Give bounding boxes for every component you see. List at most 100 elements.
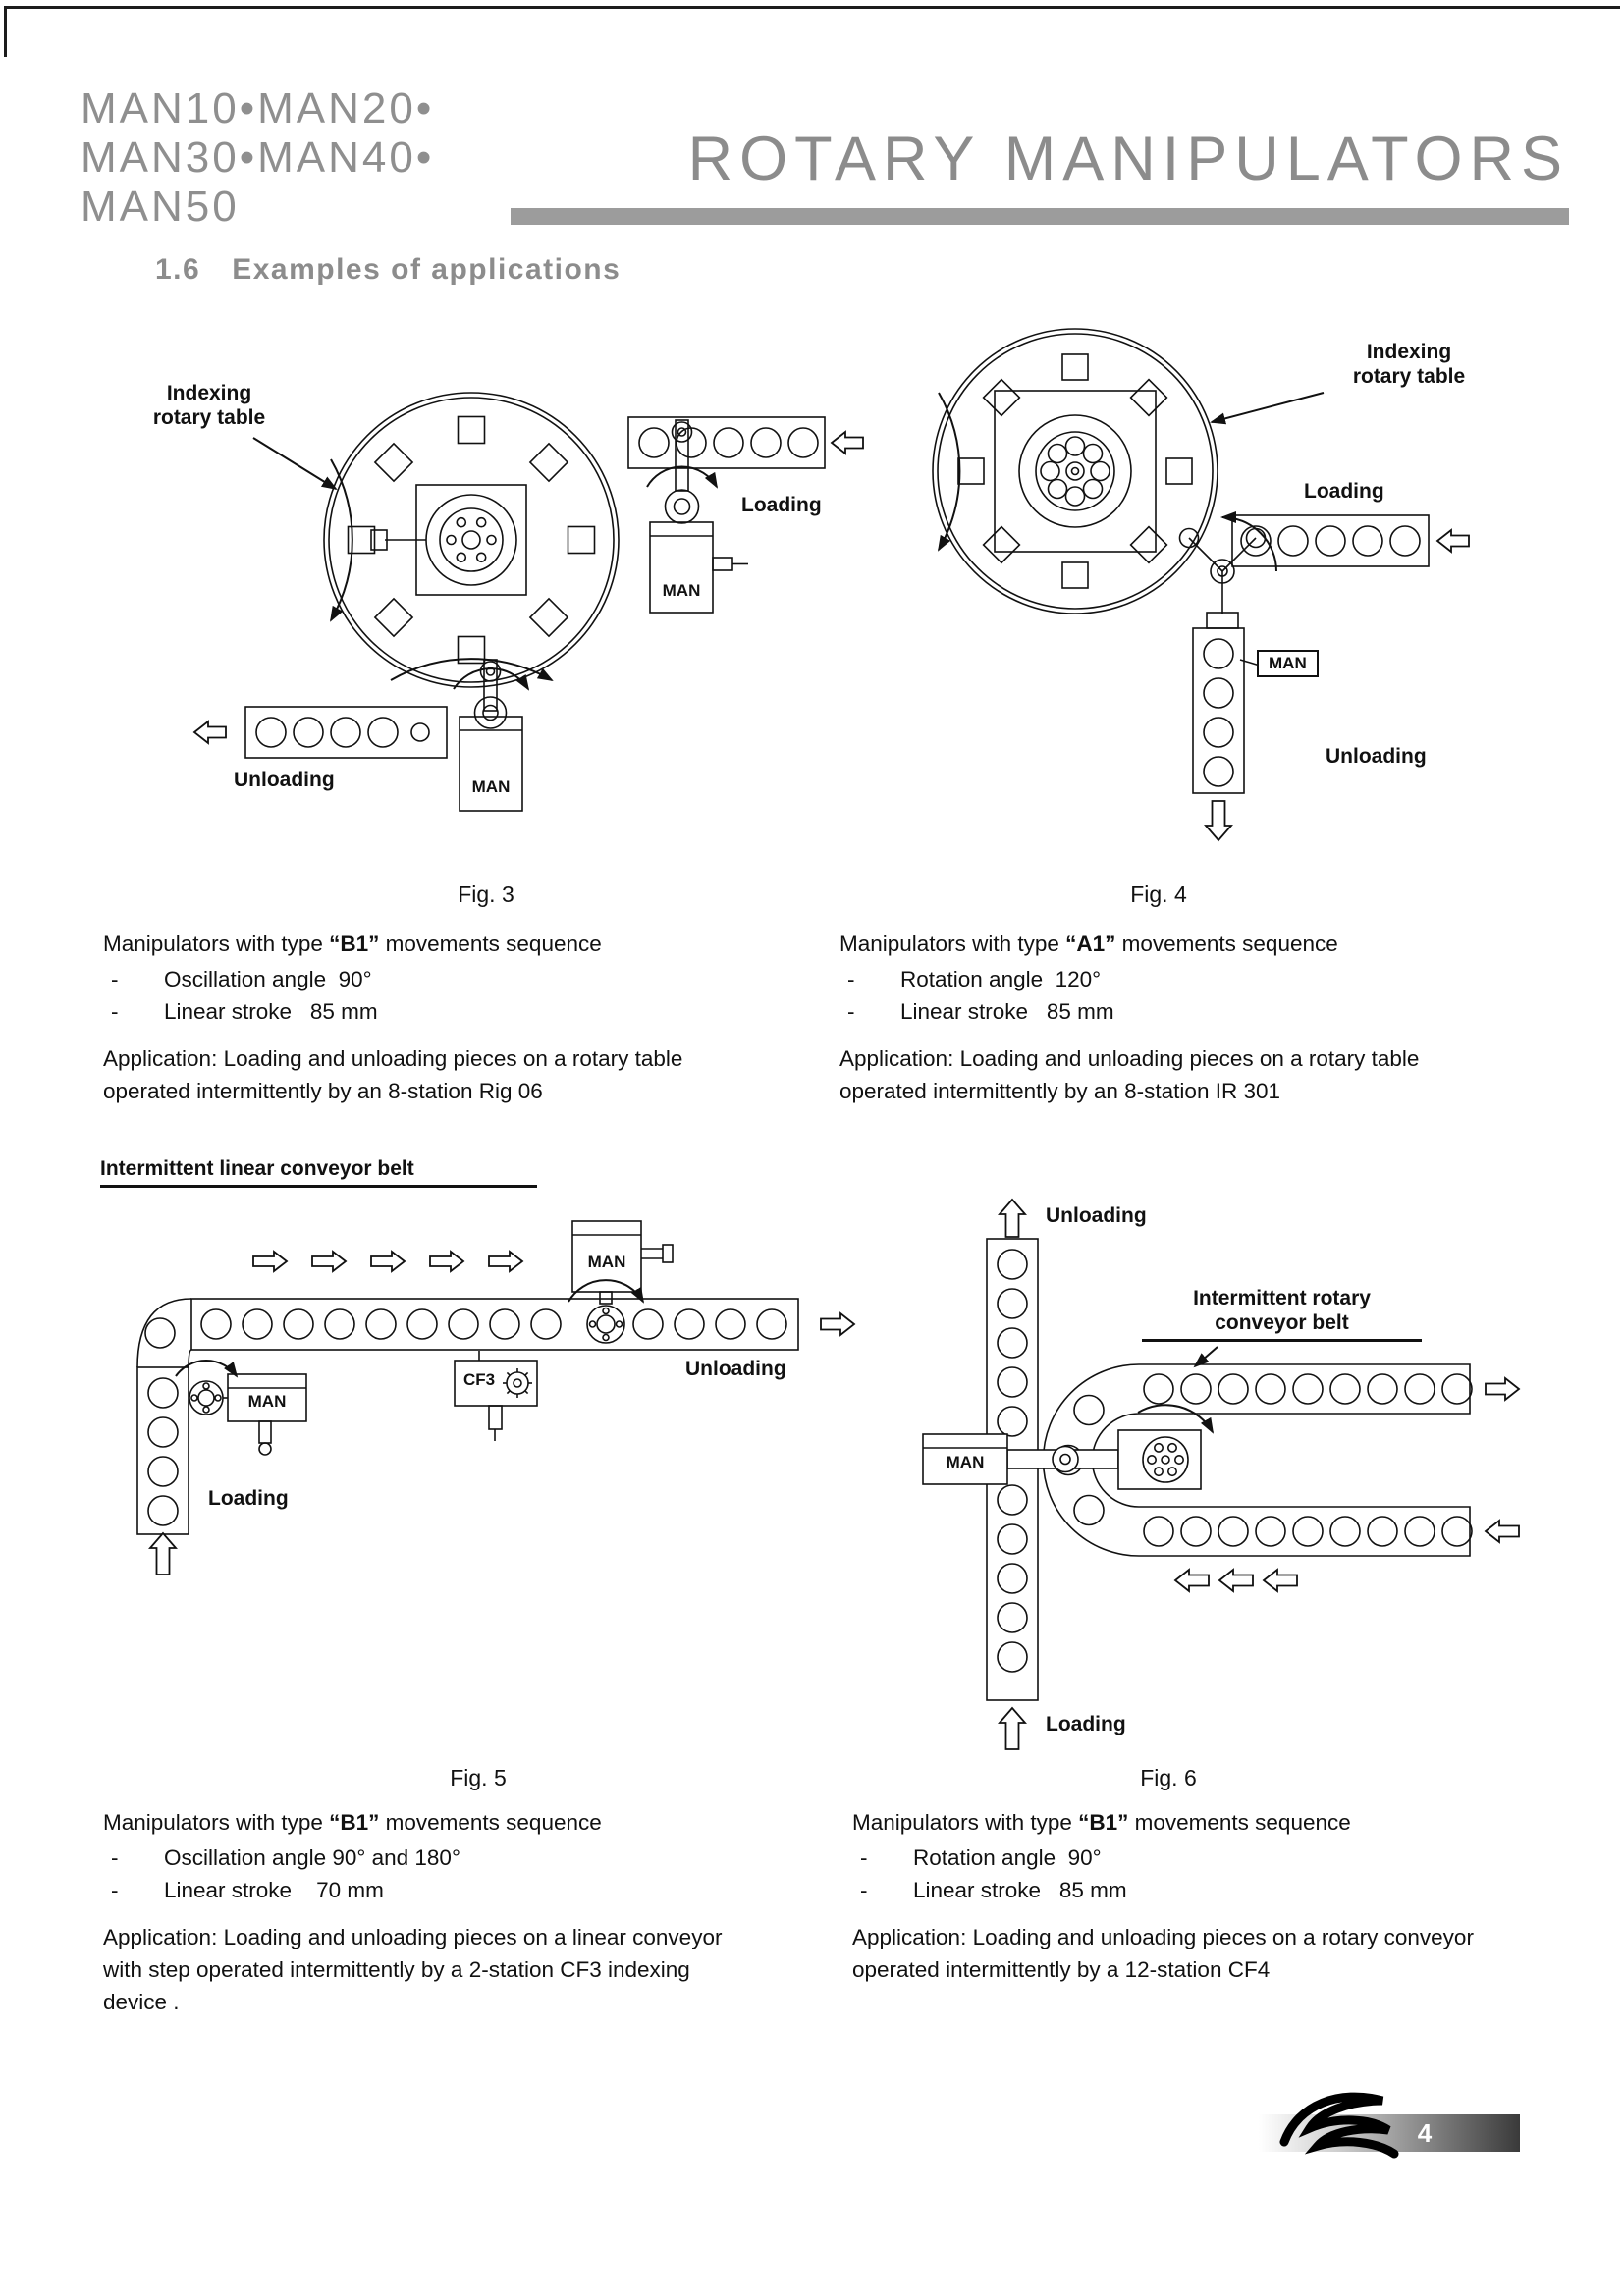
sequence-type: “B1” (329, 1810, 380, 1835)
fig3-caption: Fig. 3 (458, 881, 514, 907)
spec-bullet: - Linear stroke 85 mm (103, 995, 731, 1028)
sequence-prefix: Manipulators with type (103, 1810, 330, 1835)
flow-arrow-up-icon (148, 1531, 178, 1575)
bullet-dash: - (111, 967, 119, 991)
sequence-prefix: Manipulators with type (103, 932, 330, 956)
model-list: MAN10•MAN20• MAN30•MAN40• MAN50 (81, 84, 434, 232)
loading-conveyor (627, 416, 826, 469)
sequence-type: “B1” (329, 932, 380, 956)
fig5-description: Manipulators with type “B1” movements se… (103, 1806, 746, 2018)
sequence-prefix: Manipulators with type (852, 1810, 1079, 1835)
bullet-dash: - (111, 999, 119, 1024)
bullet-dash: - (860, 1845, 868, 1870)
bullet-text: Rotation angle 90° (913, 1845, 1102, 1870)
flow-arrow-right-icon (1485, 1376, 1521, 1402)
fig3-description: Manipulators with type “B1” movements se… (103, 928, 731, 1107)
bullet-text: Oscillation angle 90° and 180° (164, 1845, 460, 1870)
man-unit-label: MAN (1257, 650, 1319, 677)
man-label-leader (1239, 659, 1261, 667)
man-unit-label: MAN (587, 1253, 626, 1271)
man-unit-label: MAN (946, 1453, 985, 1471)
section-number: 1.6 (155, 253, 201, 286)
manipulator-left (175, 1360, 307, 1456)
spec-bullet: - Rotation angle 90° (852, 1842, 1481, 1874)
cf3-indexing-unit (454, 1351, 538, 1441)
spec-bullet: -Linear stroke 85 mm (852, 1874, 1481, 1906)
rotation-arrow-icon (330, 458, 554, 681)
unloading-label: Unloading (1046, 1204, 1147, 1227)
fig5-drawing (136, 1220, 856, 1575)
fig4-drawing (932, 328, 1470, 842)
label-pointer-line (252, 437, 338, 491)
spec-bullet: - Linear stroke 70 mm (103, 1874, 746, 1906)
bullet-dash: - (111, 1878, 119, 1902)
bullet-text: Linear stroke 70 mm (164, 1878, 384, 1902)
sequence-suffix: movements sequence (1128, 1810, 1351, 1835)
man-unit-label: MAN (247, 1392, 287, 1411)
manipulator-bottom (453, 659, 530, 812)
spec-bullet: - Rotation angle 120° (839, 963, 1478, 995)
page-left-rule (4, 6, 7, 57)
fig4-diagram: Indexing rotary table Loading MAN Unload… (864, 324, 1571, 859)
bullet-text: Linear stroke 85 mm (900, 999, 1114, 1024)
application-text: Application: Loading and unloading piece… (839, 1046, 1420, 1103)
man-unit-label: MAN (471, 777, 511, 796)
page-top-rule (4, 6, 1620, 9)
manipulator-rotor (1178, 511, 1277, 629)
bullet-dash: - (860, 1878, 868, 1902)
label-pointer-line (1193, 1346, 1218, 1368)
unloading-conveyor (1192, 627, 1245, 794)
application-text: Application: Loading and unloading piece… (103, 1925, 723, 2014)
page-number: 4 (1417, 2118, 1433, 2148)
sequence-line: Manipulators with type “A1” movements se… (839, 928, 1478, 960)
unloading-conveyor (244, 706, 448, 759)
sequence-type: “B1” (1078, 1810, 1129, 1835)
sequence-suffix: movements sequence (379, 932, 602, 956)
loading-conveyor (136, 1298, 192, 1535)
fig6-diagram: Unloading Intermittent rotary conveyor b… (918, 1188, 1605, 1762)
bullet-dash: - (111, 1845, 119, 1870)
bullet-text: Linear stroke 85 mm (164, 999, 378, 1024)
cf3-label: CF3 (462, 1370, 496, 1389)
bullet-text: Oscillation angle 90° (164, 967, 372, 991)
model-line: MAN50 (81, 183, 240, 231)
flow-arrow-right-icon (820, 1311, 856, 1337)
fig6-caption: Fig. 6 (1140, 1765, 1197, 1790)
loading-conveyor (1231, 514, 1430, 567)
rotation-arrow-icon (938, 392, 961, 552)
sequence-line: Manipulators with type “B1” movements se… (103, 1806, 746, 1839)
fig4-caption: Fig. 4 (1130, 881, 1187, 907)
title-rule-bar (511, 208, 1569, 225)
bullet-text: Rotation angle 120° (900, 967, 1102, 991)
indexing-table-label: Indexing rotary table (1352, 341, 1466, 388)
step-arrows-right-icon (252, 1250, 524, 1273)
application-text: Application: Loading and unloading piece… (103, 1046, 683, 1103)
conveyor-belt-label: Intermittent linear conveyor belt (100, 1156, 537, 1188)
loading-label: Loading (208, 1487, 289, 1510)
sequence-suffix: movements sequence (1115, 932, 1338, 956)
flow-arrow-up-icon (998, 1198, 1027, 1750)
fig5-diagram: Intermittent linear conveyor belt MAN CF… (98, 1156, 884, 1613)
flow-arrow-left-icon (830, 430, 864, 455)
fig3-diagram: Indexing rotary table Loading Unloading … (108, 324, 864, 859)
fig6-drawing (922, 1198, 1521, 1750)
spec-bullet: -Linear stroke 85 mm (839, 995, 1478, 1028)
fig4-description: Manipulators with type “A1” movements se… (839, 928, 1478, 1107)
brand-logo-icon (1269, 2079, 1416, 2172)
unloading-label: Unloading (1326, 745, 1427, 768)
manipulator-unit (922, 1404, 1214, 1490)
rotary-table (323, 392, 620, 688)
fig6-description: Manipulators with type “B1” movements se… (852, 1806, 1481, 1986)
unloading-label: Unloading (234, 769, 335, 791)
loading-label: Loading (1046, 1713, 1126, 1735)
loading-label: Loading (1304, 480, 1384, 503)
application-text: Application: Loading and unloading piece… (852, 1925, 1474, 1982)
label-pointer-line (1210, 392, 1325, 425)
model-line: MAN30•MAN40• (81, 133, 435, 182)
sequence-prefix: Manipulators with type (839, 932, 1066, 956)
sequence-line: Manipulators with type “B1” movements se… (103, 928, 731, 960)
bullet-dash: - (847, 967, 855, 991)
flow-arrow-down-icon (1204, 800, 1233, 842)
flow-arrow-left-icon (1173, 1519, 1520, 1593)
sequence-line: Manipulators with type “B1” movements se… (852, 1806, 1481, 1839)
